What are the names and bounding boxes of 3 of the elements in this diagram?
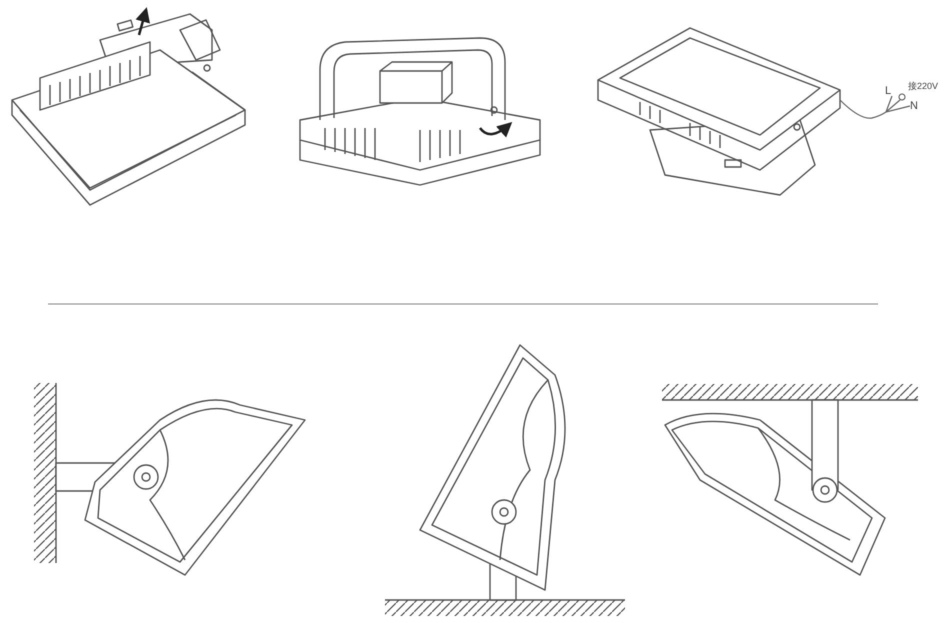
wire-label: N xyxy=(910,101,918,112)
voltage-label: 接220V xyxy=(908,82,938,91)
wire-label: L xyxy=(885,86,892,97)
